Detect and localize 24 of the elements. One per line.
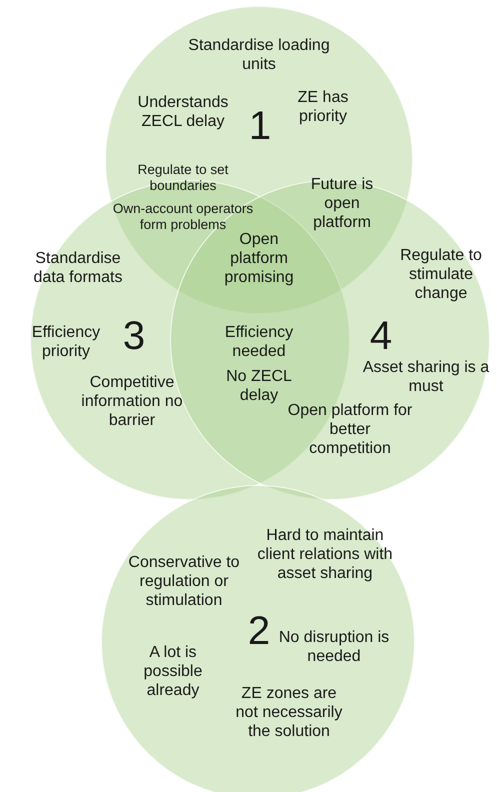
- circle-text: Asset sharing is a must: [362, 358, 490, 396]
- circle-number: 4: [368, 317, 394, 355]
- overlap-text: Open platform promising: [224, 231, 295, 287]
- overlap-text: Efficiency needed: [224, 323, 294, 361]
- circle-text: Standardise loading units: [187, 36, 331, 74]
- circle-text: ZE zones are not necessarily the solution: [234, 684, 344, 741]
- circle-text: Hard to maintain client relations with asset sharing: [256, 526, 394, 583]
- circle-text: Open platform for better competition: [288, 401, 412, 458]
- circle-number: 3: [122, 317, 146, 355]
- circle-text: No disruption is needed: [278, 628, 390, 666]
- circle-text: Standardise data formats: [32, 249, 124, 287]
- overlap-text: Future is open platform: [310, 175, 374, 232]
- circle-text: ZE has priority: [296, 88, 350, 126]
- circle-number: 2: [246, 612, 272, 650]
- circle-text: Understands ZECL delay: [136, 93, 230, 131]
- circle-text: A lot is possible already: [142, 643, 204, 700]
- circle-number: 1: [248, 107, 272, 145]
- overlap-text: No ZECL delay: [225, 367, 292, 404]
- circle-text: Regulate to stimulate change: [399, 246, 483, 303]
- circle-text: Conservative to regulation or stimulation: [127, 553, 241, 610]
- circle-text: Efficiency priority: [30, 323, 102, 361]
- overlap-text: Own-account operators form problems: [112, 201, 254, 232]
- overlap-text: Regulate to set boundaries: [136, 162, 230, 194]
- circle-text: Competitive information no barrier: [80, 373, 184, 430]
